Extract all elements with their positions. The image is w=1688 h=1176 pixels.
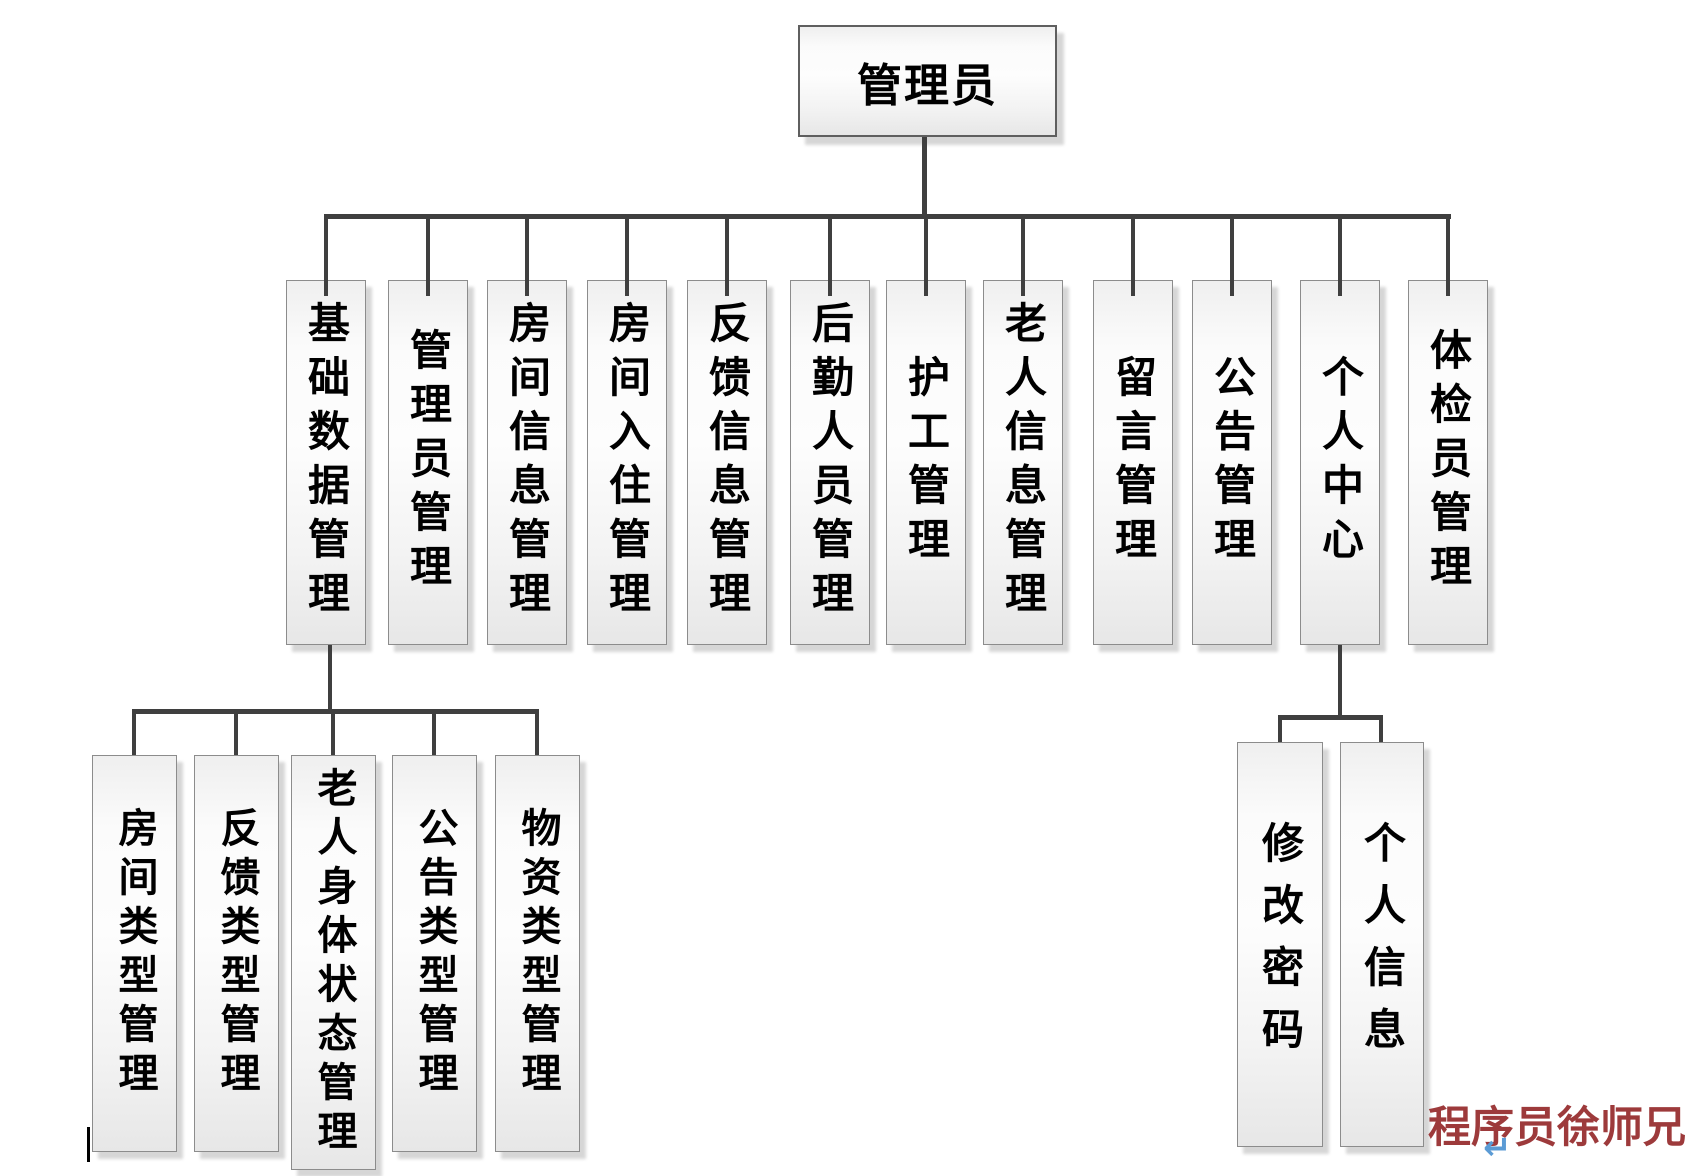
org-node-label: 房间类型管理: [112, 806, 157, 1101]
org-node-label: 公告类型管理: [412, 806, 457, 1101]
connector-drop-3: [525, 216, 529, 296]
org-node-change-password: 修改密码: [1237, 742, 1323, 1147]
connector-subb-drop-2: [1379, 717, 1383, 757]
org-node-label: 管理员管理: [404, 327, 452, 598]
org-node-label: 老人身体状态管理: [311, 766, 356, 1159]
connector-drop-2: [426, 216, 430, 296]
org-node-label: 体检员管理: [1424, 327, 1472, 598]
org-node-examiner-mgmt: 体检员管理: [1408, 280, 1488, 645]
org-node-caregiver-mgmt: 护工管理: [886, 280, 966, 645]
org-node-room-info-mgmt: 房间信息管理: [487, 280, 567, 645]
org-node-label: 房间信息管理: [503, 300, 551, 625]
connector-root-drop: [922, 137, 927, 219]
org-node-label: 基础数据管理: [302, 300, 350, 625]
org-node-root-label: 管理员: [856, 59, 998, 111]
connector-drop-12: [1446, 216, 1450, 296]
connector-suba-drop-1: [132, 711, 136, 771]
org-node-root: 管理员: [798, 25, 1057, 137]
org-node-feedback-type-mgmt: 反馈类型管理: [194, 755, 279, 1152]
org-node-label: 个人中心: [1316, 354, 1364, 571]
org-node-announcement-mgmt: 公告管理: [1192, 280, 1272, 645]
connector-drop-1: [324, 216, 328, 296]
org-node-room-checkin-mgmt: 房间入住管理: [587, 280, 667, 645]
org-node-personal-center: 个人中心: [1300, 280, 1380, 645]
return-arrow-icon: ↵: [1483, 1128, 1512, 1168]
org-node-label: 后勤人员管理: [806, 300, 854, 625]
org-node-label: 个人信息: [1358, 820, 1406, 1069]
org-node-elderly-info-mgmt: 老人信息管理: [983, 280, 1063, 645]
org-node-label: 老人信息管理: [999, 300, 1047, 625]
org-node-label: 物资类型管理: [515, 806, 560, 1101]
connector-trunk-level1: [324, 214, 1451, 219]
org-node-label: 修改密码: [1256, 820, 1304, 1069]
org-node-label: 反馈信息管理: [703, 300, 751, 625]
connector-drop-9: [1131, 216, 1135, 296]
connector-drop-8: [1021, 216, 1025, 296]
org-node-material-type-mgmt: 物资类型管理: [495, 755, 580, 1152]
connector-suba-drop-5: [535, 711, 539, 771]
org-node-message-mgmt: 留言管理: [1093, 280, 1173, 645]
connector-trunk-subb: [1278, 715, 1383, 720]
connector-drop-11: [1338, 216, 1342, 296]
org-node-label: 公告管理: [1208, 354, 1256, 571]
connector-subb-drop-1: [1278, 717, 1282, 757]
org-node-logistics-staff-mgmt: 后勤人员管理: [790, 280, 870, 645]
org-node-basic-data-mgmt: 基础数据管理: [286, 280, 366, 645]
connector-suba-parent-drop: [328, 645, 332, 714]
watermark-text: 程序员徐师兄: [1428, 1103, 1686, 1153]
org-node-admin-mgmt: 管理员管理: [388, 280, 468, 645]
connector-drop-6: [828, 216, 832, 296]
org-node-room-type-mgmt: 房间类型管理: [92, 755, 177, 1152]
org-node-label: 留言管理: [1109, 354, 1157, 571]
org-node-elderly-health-status-mgmt: 老人身体状态管理: [291, 755, 376, 1170]
text-cursor: [87, 1127, 90, 1162]
org-node-feedback-info-mgmt: 反馈信息管理: [687, 280, 767, 645]
org-node-label: 反馈类型管理: [214, 806, 259, 1101]
connector-drop-10: [1230, 216, 1234, 296]
connector-subb-parent-drop: [1338, 645, 1342, 720]
connector-suba-drop-4: [432, 711, 436, 771]
connector-drop-5: [725, 216, 729, 296]
connector-suba-drop-2: [234, 711, 238, 771]
connector-suba-drop-3: [331, 711, 335, 771]
org-node-announcement-type-mgmt: 公告类型管理: [392, 755, 477, 1152]
connector-trunk-suba: [132, 709, 539, 714]
connector-drop-7: [924, 216, 928, 296]
org-node-label: 护工管理: [902, 354, 950, 571]
org-node-personal-info: 个人信息: [1340, 742, 1424, 1147]
org-node-label: 房间入住管理: [603, 300, 651, 625]
connector-drop-4: [625, 216, 629, 296]
